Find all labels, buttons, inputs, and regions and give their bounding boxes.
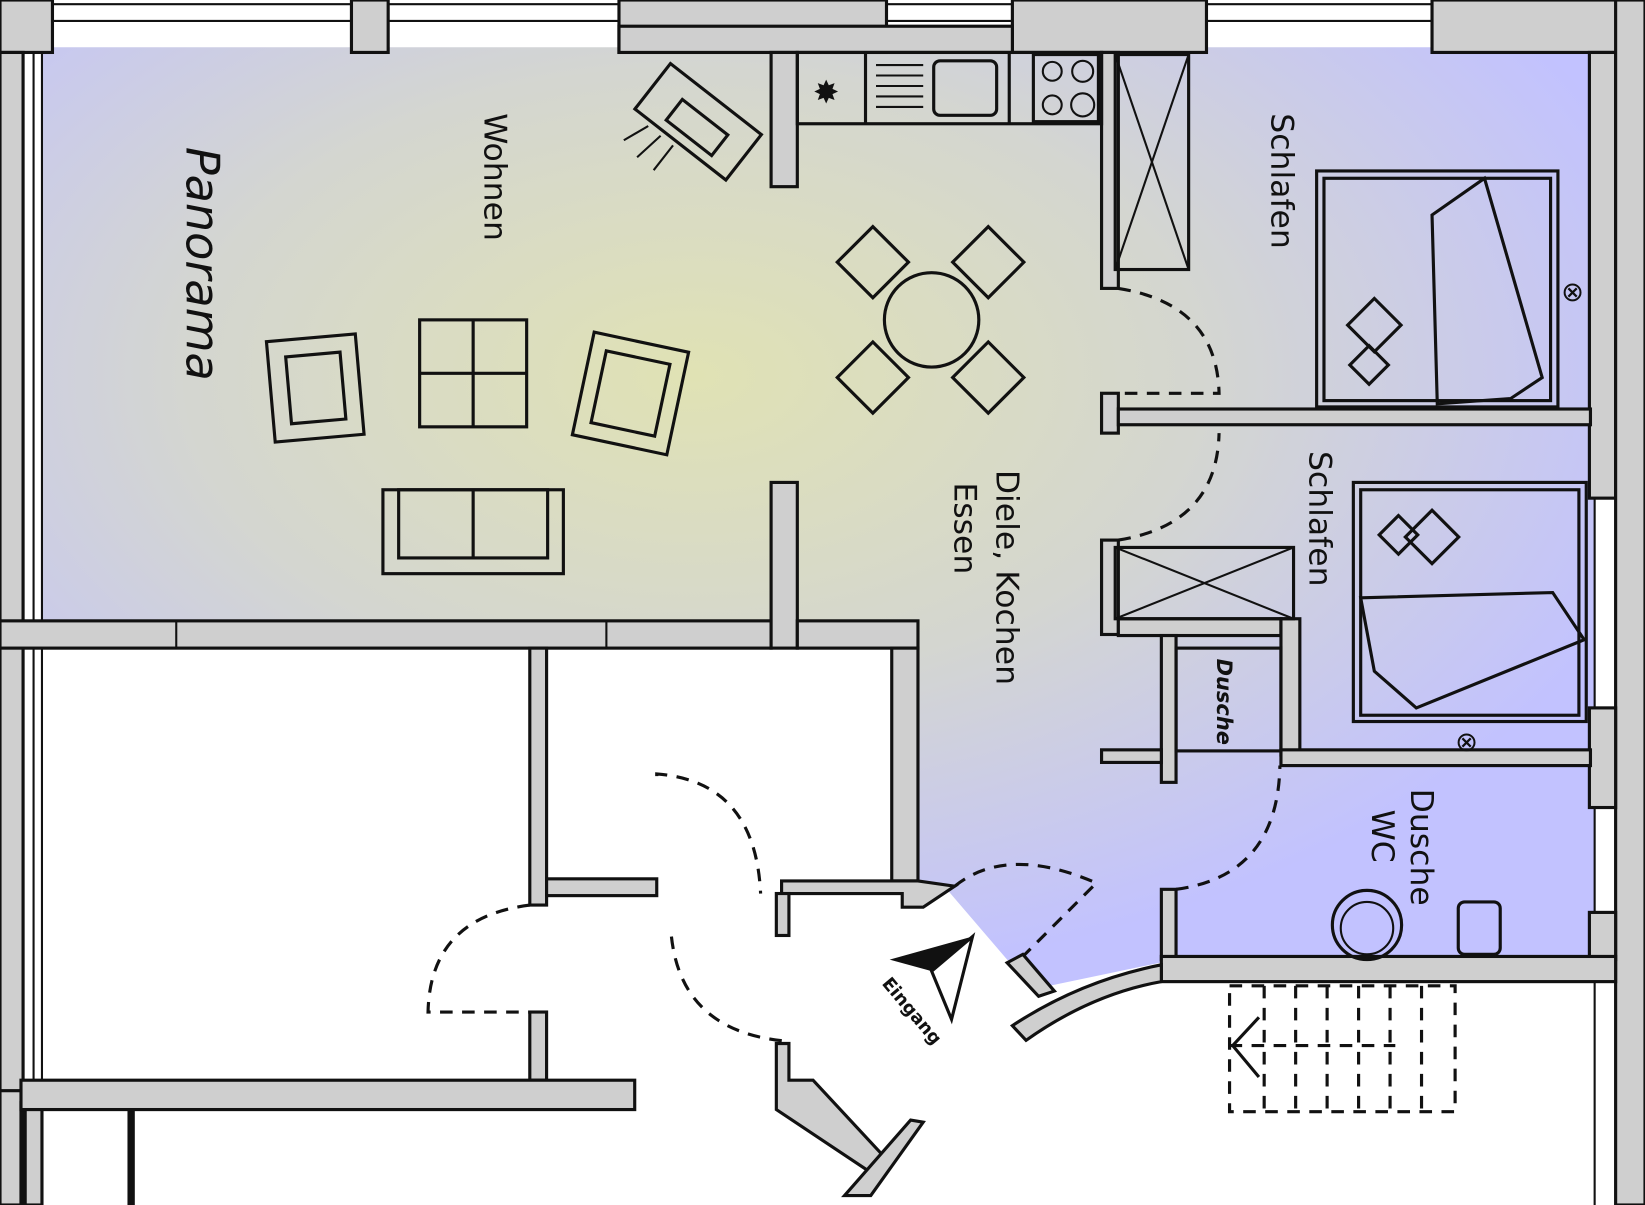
stairs (1227, 984, 1457, 1114)
room-label-wohnen: Wohnen (477, 113, 513, 241)
tv-stand (623, 61, 764, 183)
entrance-arrow-icon (889, 932, 976, 1025)
dining-table (835, 224, 1027, 416)
wardrobe (1113, 52, 1191, 272)
room-label-dusche: Dusche (1212, 659, 1236, 745)
interior-walls (0, 50, 1618, 1198)
burner-icon: ✸ (813, 75, 839, 111)
sink-icon (876, 59, 999, 117)
door-swings (426, 286, 1282, 1043)
lamp-icon: ⊗ (1561, 277, 1584, 308)
stove-icon (1031, 52, 1100, 124)
living-furniture (264, 318, 691, 576)
bed-2: ⊗ (1351, 480, 1588, 758)
bathroom-fixtures (1174, 646, 1502, 962)
lamp-icon: ⊗ (1455, 727, 1478, 758)
room-label-panorama: Panorama (176, 147, 230, 381)
room-label-dusche-wc-1: Dusche (1403, 789, 1439, 906)
room-label-diele-kochen: Diele, Kochen (989, 470, 1025, 685)
room-label-schlafen-2: Schlafen (1301, 451, 1337, 587)
entrance-label: Eingang (877, 973, 945, 1049)
room-label-dusche-wc-2: WC (1364, 810, 1400, 863)
wardrobe-2 (1113, 545, 1296, 621)
room-label-schlafen-1: Schlafen (1264, 113, 1300, 249)
kitchen-counter: ✸ (795, 50, 1191, 272)
bed-1: ⊗ (1315, 169, 1584, 409)
room-label-essen: Essen (947, 482, 983, 574)
